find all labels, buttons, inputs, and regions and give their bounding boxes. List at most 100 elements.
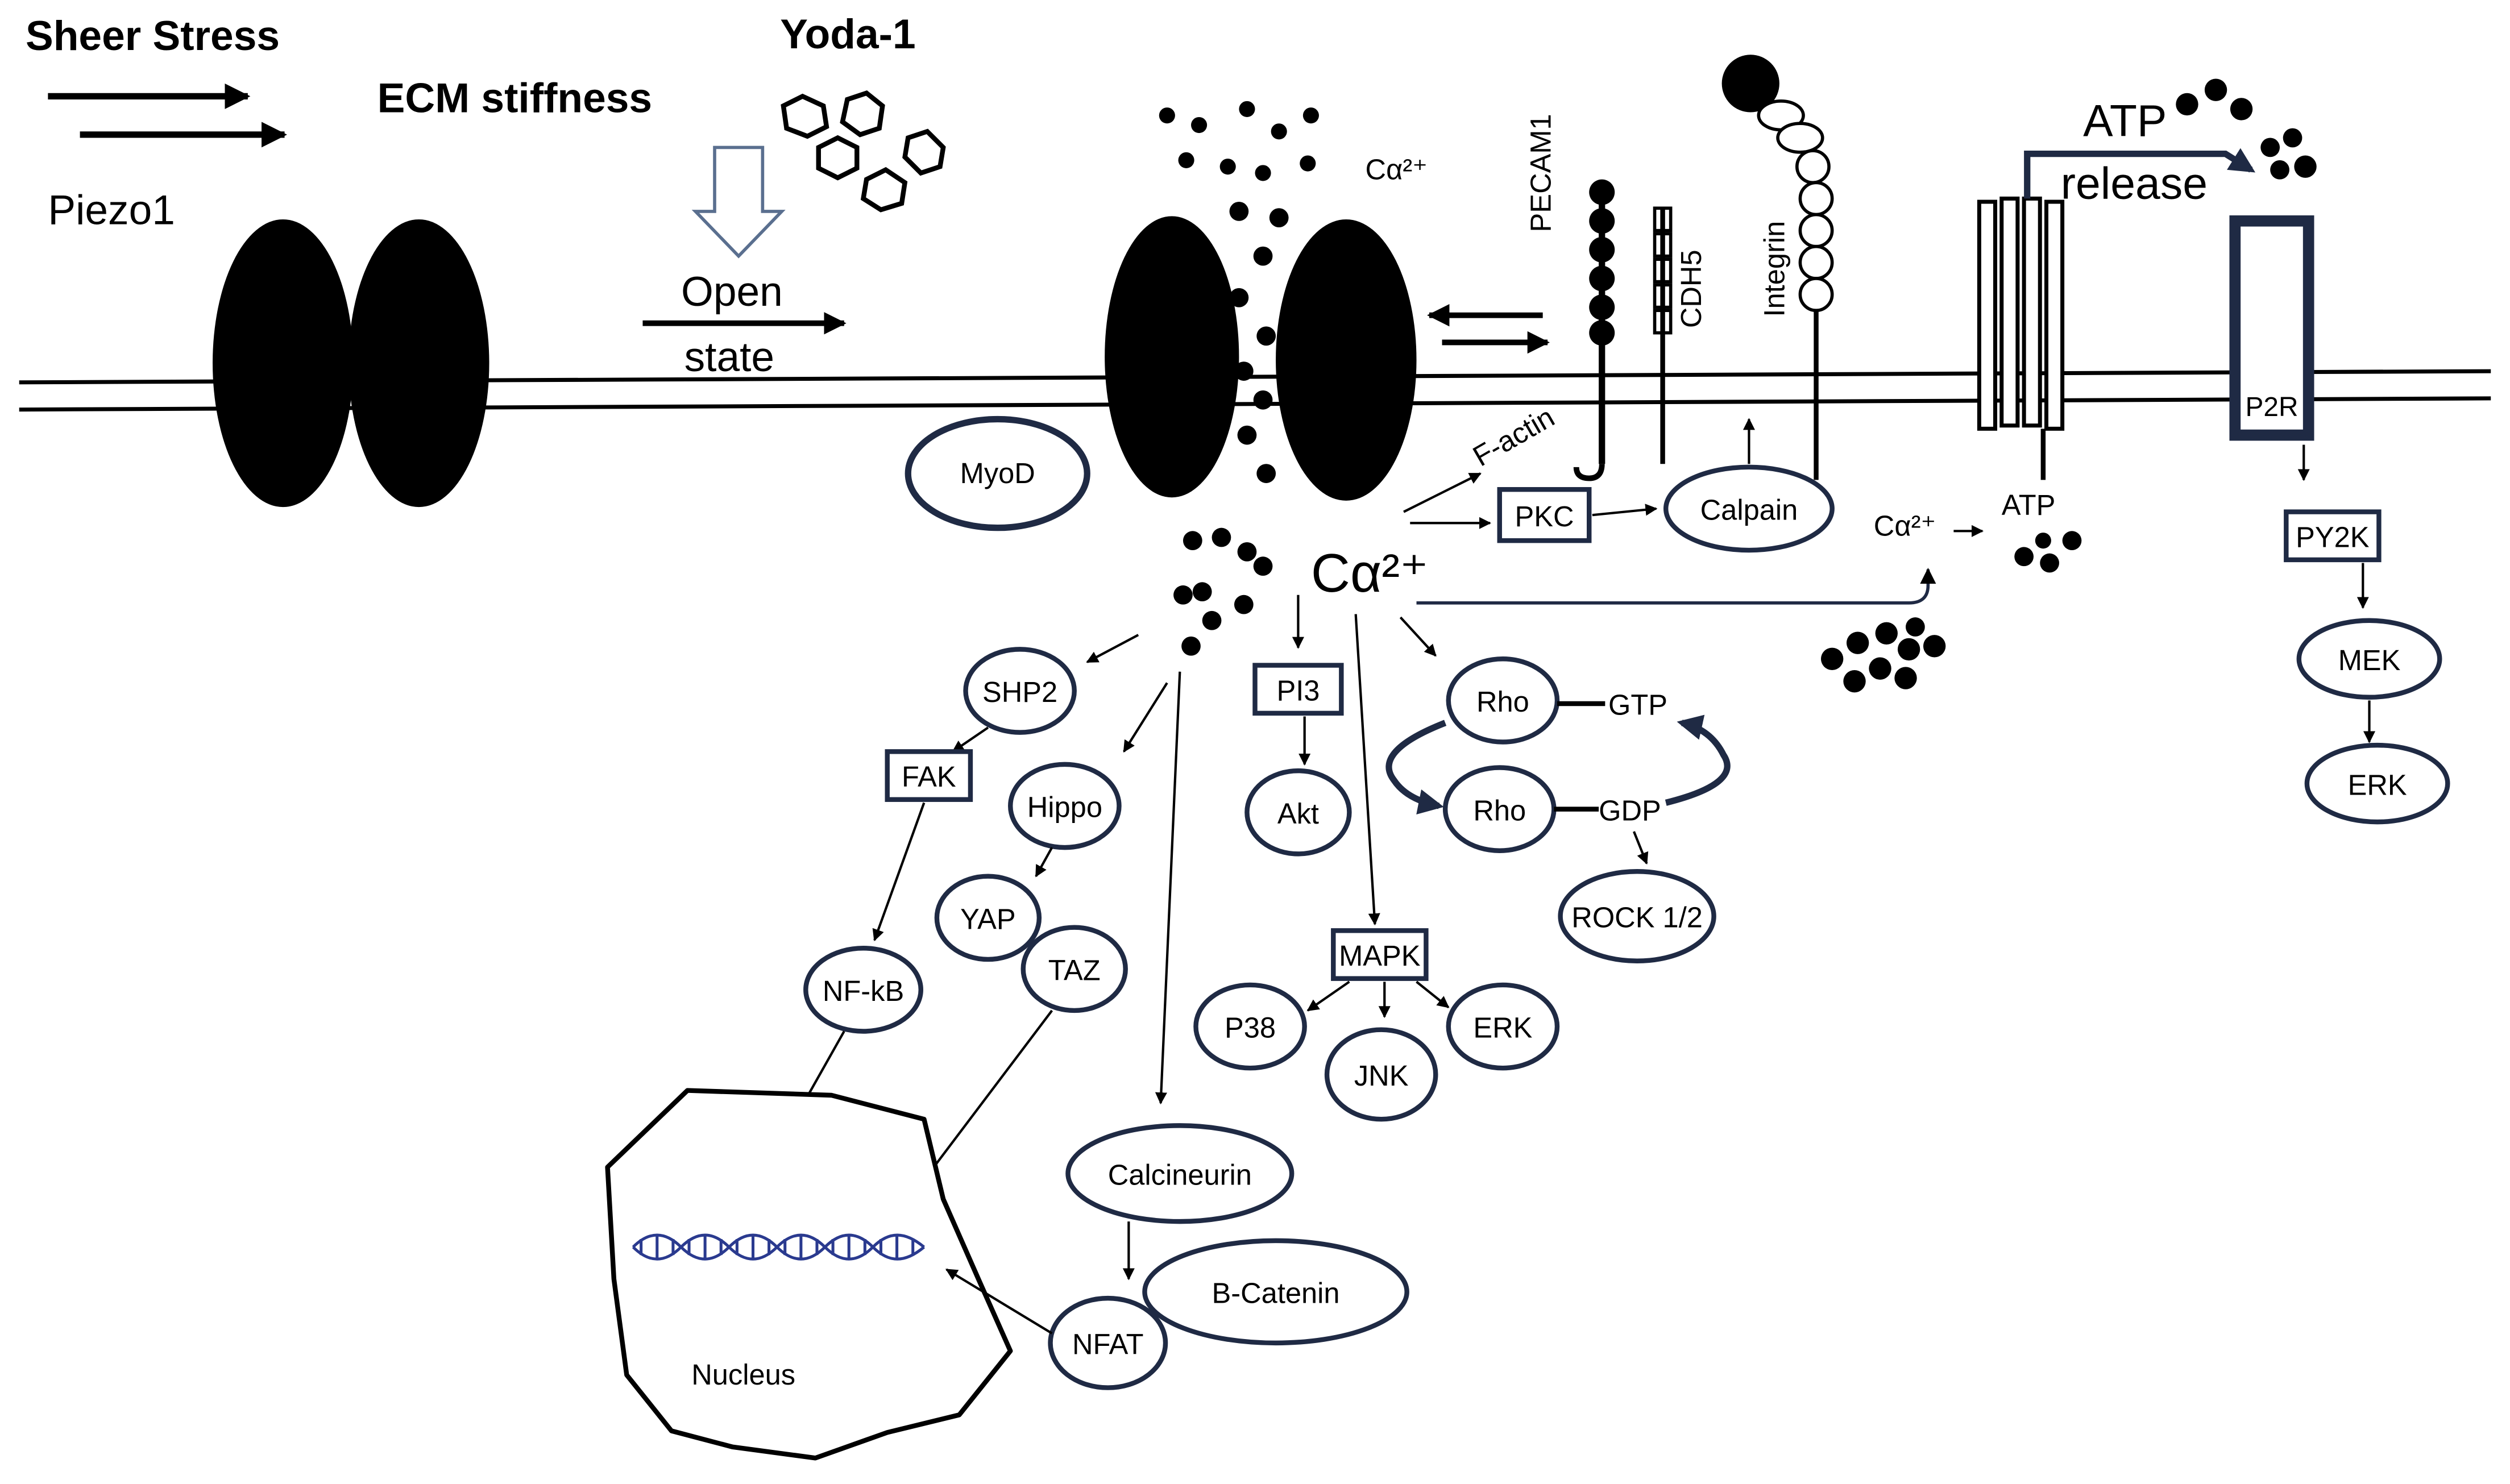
arrow-nfat-nucleus [945,1268,1053,1335]
akt-node [1244,768,1352,857]
py2k-label: PY2K [2296,521,2370,553]
akt-label: Akt [1277,797,1319,830]
shp2-label: SHP2 [982,676,1057,708]
factin-label: F-actin [1467,401,1559,473]
pecam1-label: PECAM1 [1525,114,1557,232]
arrow-hippo-yap [1035,847,1053,878]
hippo-label: Hippo [1027,791,1102,824]
nucleus-outline [605,1088,1013,1461]
arrow-fak-nfkb [872,802,926,942]
arrow-mapk-p38 [1306,980,1350,1012]
p2r-receptor [2229,215,2314,441]
sheer-stress-arrows [48,83,288,148]
atp-dots [2014,531,2082,573]
jnk-label: JNK [1354,1059,1409,1092]
piezo1-label: Piezo1 [48,187,175,233]
rho-top-label: Rho [1476,685,1529,718]
calcium-ions-channel [1159,101,1319,656]
yap-label: YAP [960,903,1016,936]
arrow-pkc-calpain [1592,504,1658,517]
sheer-stress-label: Sheer Stress [26,13,280,59]
calpain-node [1663,464,1835,553]
rho-cycle-left-arrow [1385,720,1447,814]
gdp-label: GDP [1599,794,1661,826]
rock-node [1558,869,1716,963]
pi3-node [1252,663,1344,716]
nucleus-label: Nucleus [691,1358,795,1391]
p38-node [1193,982,1307,1071]
pecam1-protein [1573,179,1615,481]
p38-label: P38 [1225,1012,1276,1044]
piezo1-open-channel [1105,216,1417,501]
arrow-taz-nucleus [918,1009,1053,1187]
py2k-node [2284,509,2382,563]
arrow-mapk-erk [1416,980,1450,1008]
calcineurin-label: Calcineurin [1108,1158,1252,1191]
arrow-to-calcineurin [1155,671,1181,1105]
arrow-to-shp2 [1086,634,1139,663]
hippo-node [1008,762,1122,850]
atp-release-channel [1977,196,2065,480]
taz-node [1020,925,1128,1013]
atp-small-label: ATP [2002,489,2056,521]
atp-release-arrow [2024,148,2256,199]
dna-strand [632,1233,926,1261]
exchange-arrows [1427,304,1550,354]
calcineurin-node [1065,1123,1295,1224]
gtp-label: GTP [1608,689,1667,721]
arrow-ca-factin [1403,472,1482,513]
rho-top-node [1446,656,1560,745]
open-label: Open [681,269,783,315]
nfat-label: NFAT [1072,1328,1144,1361]
atp-released-dots [2176,78,2317,180]
integrin-label: Integrin [1758,221,1790,317]
cdh5-protein [1653,206,1673,464]
arrow-ca-atp [1416,567,1936,605]
arrow-to-mapk [1354,614,1380,926]
jnk-node [1324,1027,1438,1122]
nfkb-node [803,946,923,1034]
mapk-label: MAPK [1339,940,1421,972]
yap-node [934,874,1042,962]
erk-mid-node [1446,982,1560,1071]
erk-right-label: ERK [2348,768,2407,801]
calcium-label-right: Cα²⁺ [1874,510,1936,542]
yoda1-hollow-arrow [691,146,786,259]
fak-node [885,749,973,802]
pkc-node [1497,487,1592,543]
mapk-node [1331,928,1429,981]
cdh5-label: CDH5 [1675,250,1707,328]
yoda1-molecules [781,90,946,213]
atp-release-label-2: release [2061,158,2208,208]
arrow-to-rho [1399,616,1437,657]
rho-cycle-right-arrow [1665,714,1731,806]
erk-right-node [2304,742,2450,825]
arrow-to-hippo [1123,682,1168,753]
taz-label: TAZ [1048,954,1101,987]
shp2-node [963,647,1077,735]
mek-label: MEK [2338,644,2401,676]
rock-label: ROCK 1/2 [1571,901,1703,934]
erk-mid-label: ERK [1473,1012,1532,1044]
myod-node [905,415,1090,531]
calcium-label-top: Cα²⁺ [1366,153,1428,186]
bcatenin-label: B-Catenin [1212,1277,1340,1310]
nfkb-label: NF-kB [823,975,904,1007]
calcium-label-main: Cα²⁺ [1311,543,1429,604]
p2r-label: P2R [2246,392,2299,422]
mek-node [2296,618,2442,700]
calpain-label: Calpain [1700,494,1798,526]
pkc-label: PKC [1515,500,1574,533]
arrow-shp2-fak [952,726,989,753]
arrow-gdp-rock [1633,831,1649,865]
ecm-stiffness-label: ECM stiffness [377,76,652,122]
fak-label: FAK [902,760,956,793]
piezo1-closed-channel [213,219,489,508]
state-label: state [684,334,775,380]
calcium-dots-right [1820,617,1946,693]
rho-bottom-label: Rho [1473,794,1526,826]
myod-label: MyoD [960,457,1035,489]
bcatenin-node [1142,1238,1409,1346]
pi3-label: PI3 [1276,674,1320,706]
